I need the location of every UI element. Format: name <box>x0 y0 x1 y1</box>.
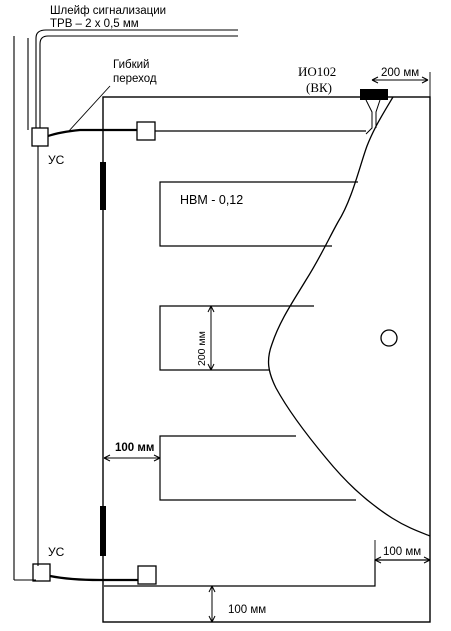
us-top-label: УС <box>48 153 65 167</box>
hinge-bottom <box>100 506 106 556</box>
hinge-top <box>100 162 106 210</box>
panel-slot-middle <box>159 305 314 371</box>
dim-bottom-line <box>208 585 216 623</box>
dim-vertical-label: 200 мм <box>196 331 208 366</box>
dim-left-label: 100 мм <box>115 442 154 454</box>
panel-slot-bottom <box>159 435 356 501</box>
clamp-bottom <box>137 565 157 585</box>
detector-label-line1: ИО102 <box>298 64 336 79</box>
detector-magnet <box>360 89 388 100</box>
detector-label-line2: (ВК) <box>306 80 332 95</box>
dim-top-label: 200 мм <box>381 67 419 79</box>
dim-vertical-line <box>207 305 215 371</box>
dim-left-line <box>103 454 161 462</box>
panel-label: НВМ - 0,12 <box>180 193 243 207</box>
loop-title-label: Шлейф сигнализации <box>50 5 166 17</box>
alarm-loop-cable <box>35 29 238 128</box>
panel-slot-top <box>159 181 358 247</box>
door-outline <box>102 96 431 623</box>
clamp-top <box>136 121 156 141</box>
dim-bottom-label: 100 мм <box>228 604 266 616</box>
flex-label-line2: переход <box>113 73 157 85</box>
dim-right-label: 100 мм <box>383 546 421 558</box>
junction-box-bottom <box>32 563 51 582</box>
inner-frame <box>104 559 430 587</box>
us-bottom-label: УС <box>48 545 65 559</box>
detector-bracket <box>365 99 381 135</box>
flex-leader <box>67 85 111 133</box>
dim-right-line <box>374 556 431 564</box>
junction-box-top <box>31 127 49 147</box>
loop-cable-label: ТРВ – 2 х 0,5 мм <box>50 18 139 30</box>
flex-label-line1: Гибкий <box>113 59 149 71</box>
cable-bottom-run <box>49 574 138 582</box>
door-handle <box>380 329 398 347</box>
cable-top-run <box>47 128 137 138</box>
dim-top-line <box>371 76 429 84</box>
cutaway-edge <box>267 96 431 537</box>
